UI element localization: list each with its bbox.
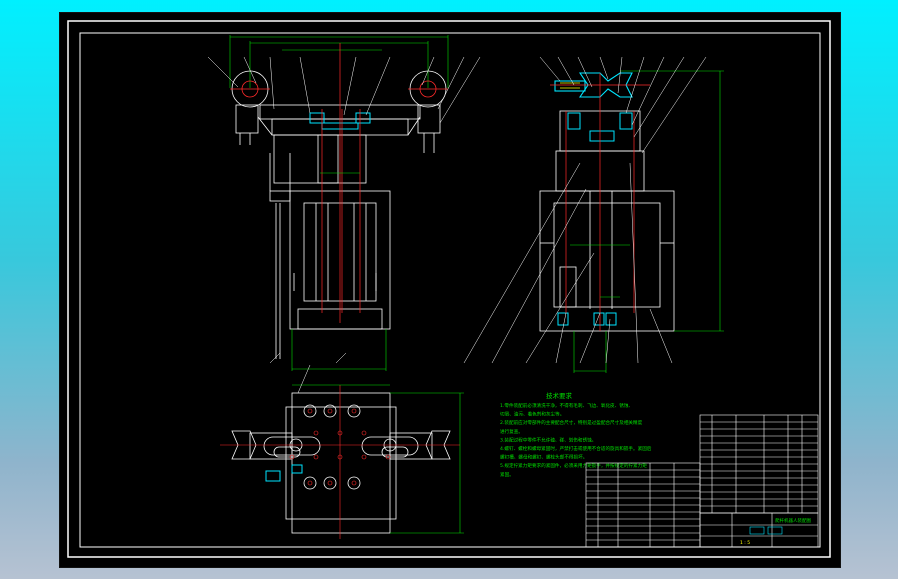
tech-req-lines: 1.零件装配前必须清洗干净，不得有毛刺、飞边、氧化皮、锈蚀、切屑、油污、着色剂和… [500, 402, 652, 478]
inner-frame [79, 32, 821, 548]
tech-req-line: 5.规定拧紧力矩要求的紧固件，必须采用力矩扳手，并按规定的拧紧力矩 [500, 462, 647, 469]
tech-req-line: 进行复查。 [500, 428, 523, 435]
tech-req-title: 技术要求 [546, 391, 573, 400]
tech-req-line: 4.螺钉、螺栓和螺母紧固时，严禁打击或使用不合适的旋具和扳手。紧固后 [500, 445, 652, 452]
tech-req-line: 切屑、油污、着色剂和灰尘等。 [500, 411, 564, 418]
technical-requirements: 技术要求 1.零件装配前必须清洗干净，不得有毛刺、飞边、氧化皮、锈蚀、切屑、油污… [500, 391, 652, 478]
title-block [585, 414, 819, 548]
parts-list-rows [700, 421, 818, 507]
side-view [463, 56, 724, 373]
tech-req-line: 2.装配前应对零部件的主要配合尺寸，特别是过盈配合尺寸及相关精度 [500, 419, 643, 426]
title-block-scale: 1 : 5 [740, 540, 750, 546]
parts-list-rows-lower [586, 469, 700, 541]
tech-req-line: 螺钉槽、螺母和螺钉、螺栓头部不得损坏。 [500, 454, 587, 461]
tech-req-line: 1.零件装配前必须清洗干净，不得有毛刺、飞边、氧化皮、锈蚀、 [500, 402, 633, 409]
tech-req-line: 紧固。 [500, 471, 514, 478]
drawing-sheet: 技术要求 1.零件装配前必须清洗干净，不得有毛刺、飞边、氧化皮、锈蚀、切屑、油污… [59, 12, 841, 568]
top-view [220, 364, 464, 539]
title-block-assembly-name: 爬杆机器人装配图 [775, 517, 811, 524]
tech-req-line: 3.装配过程中零件不允许磕、碰、划伤和锈蚀。 [500, 436, 596, 443]
outer-frame [67, 20, 831, 558]
front-view [207, 35, 481, 371]
assembly-drawing: 技术要求 1.零件装配前必须清洗干净，不得有毛刺、飞边、氧化皮、锈蚀、切屑、油污… [67, 20, 831, 558]
